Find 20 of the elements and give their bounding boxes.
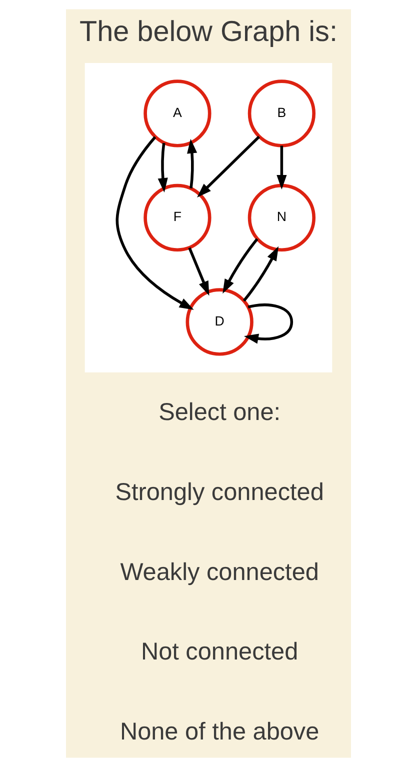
arrow — [276, 146, 286, 190]
node-circle: A — [143, 80, 211, 148]
arrow — [243, 304, 293, 344]
node-circle: N — [247, 184, 316, 252]
arrow — [115, 136, 194, 310]
cluster — [84, 63, 332, 372]
label: Select one: — [158, 399, 280, 426]
arrow — [242, 246, 278, 302]
arrow — [188, 247, 209, 296]
label: None of the above — [119, 718, 319, 746]
arrow — [186, 138, 197, 188]
label: Strongly connected — [114, 479, 324, 506]
node-circle: D — [185, 288, 253, 356]
label: Weakly connected — [120, 558, 318, 586]
node-circle: B — [247, 80, 316, 148]
label: Not connected — [140, 638, 298, 666]
arrow — [222, 238, 258, 294]
diagram-title: The below Graph is: — [79, 16, 337, 48]
arrow — [196, 136, 260, 198]
arrow — [157, 142, 168, 192]
